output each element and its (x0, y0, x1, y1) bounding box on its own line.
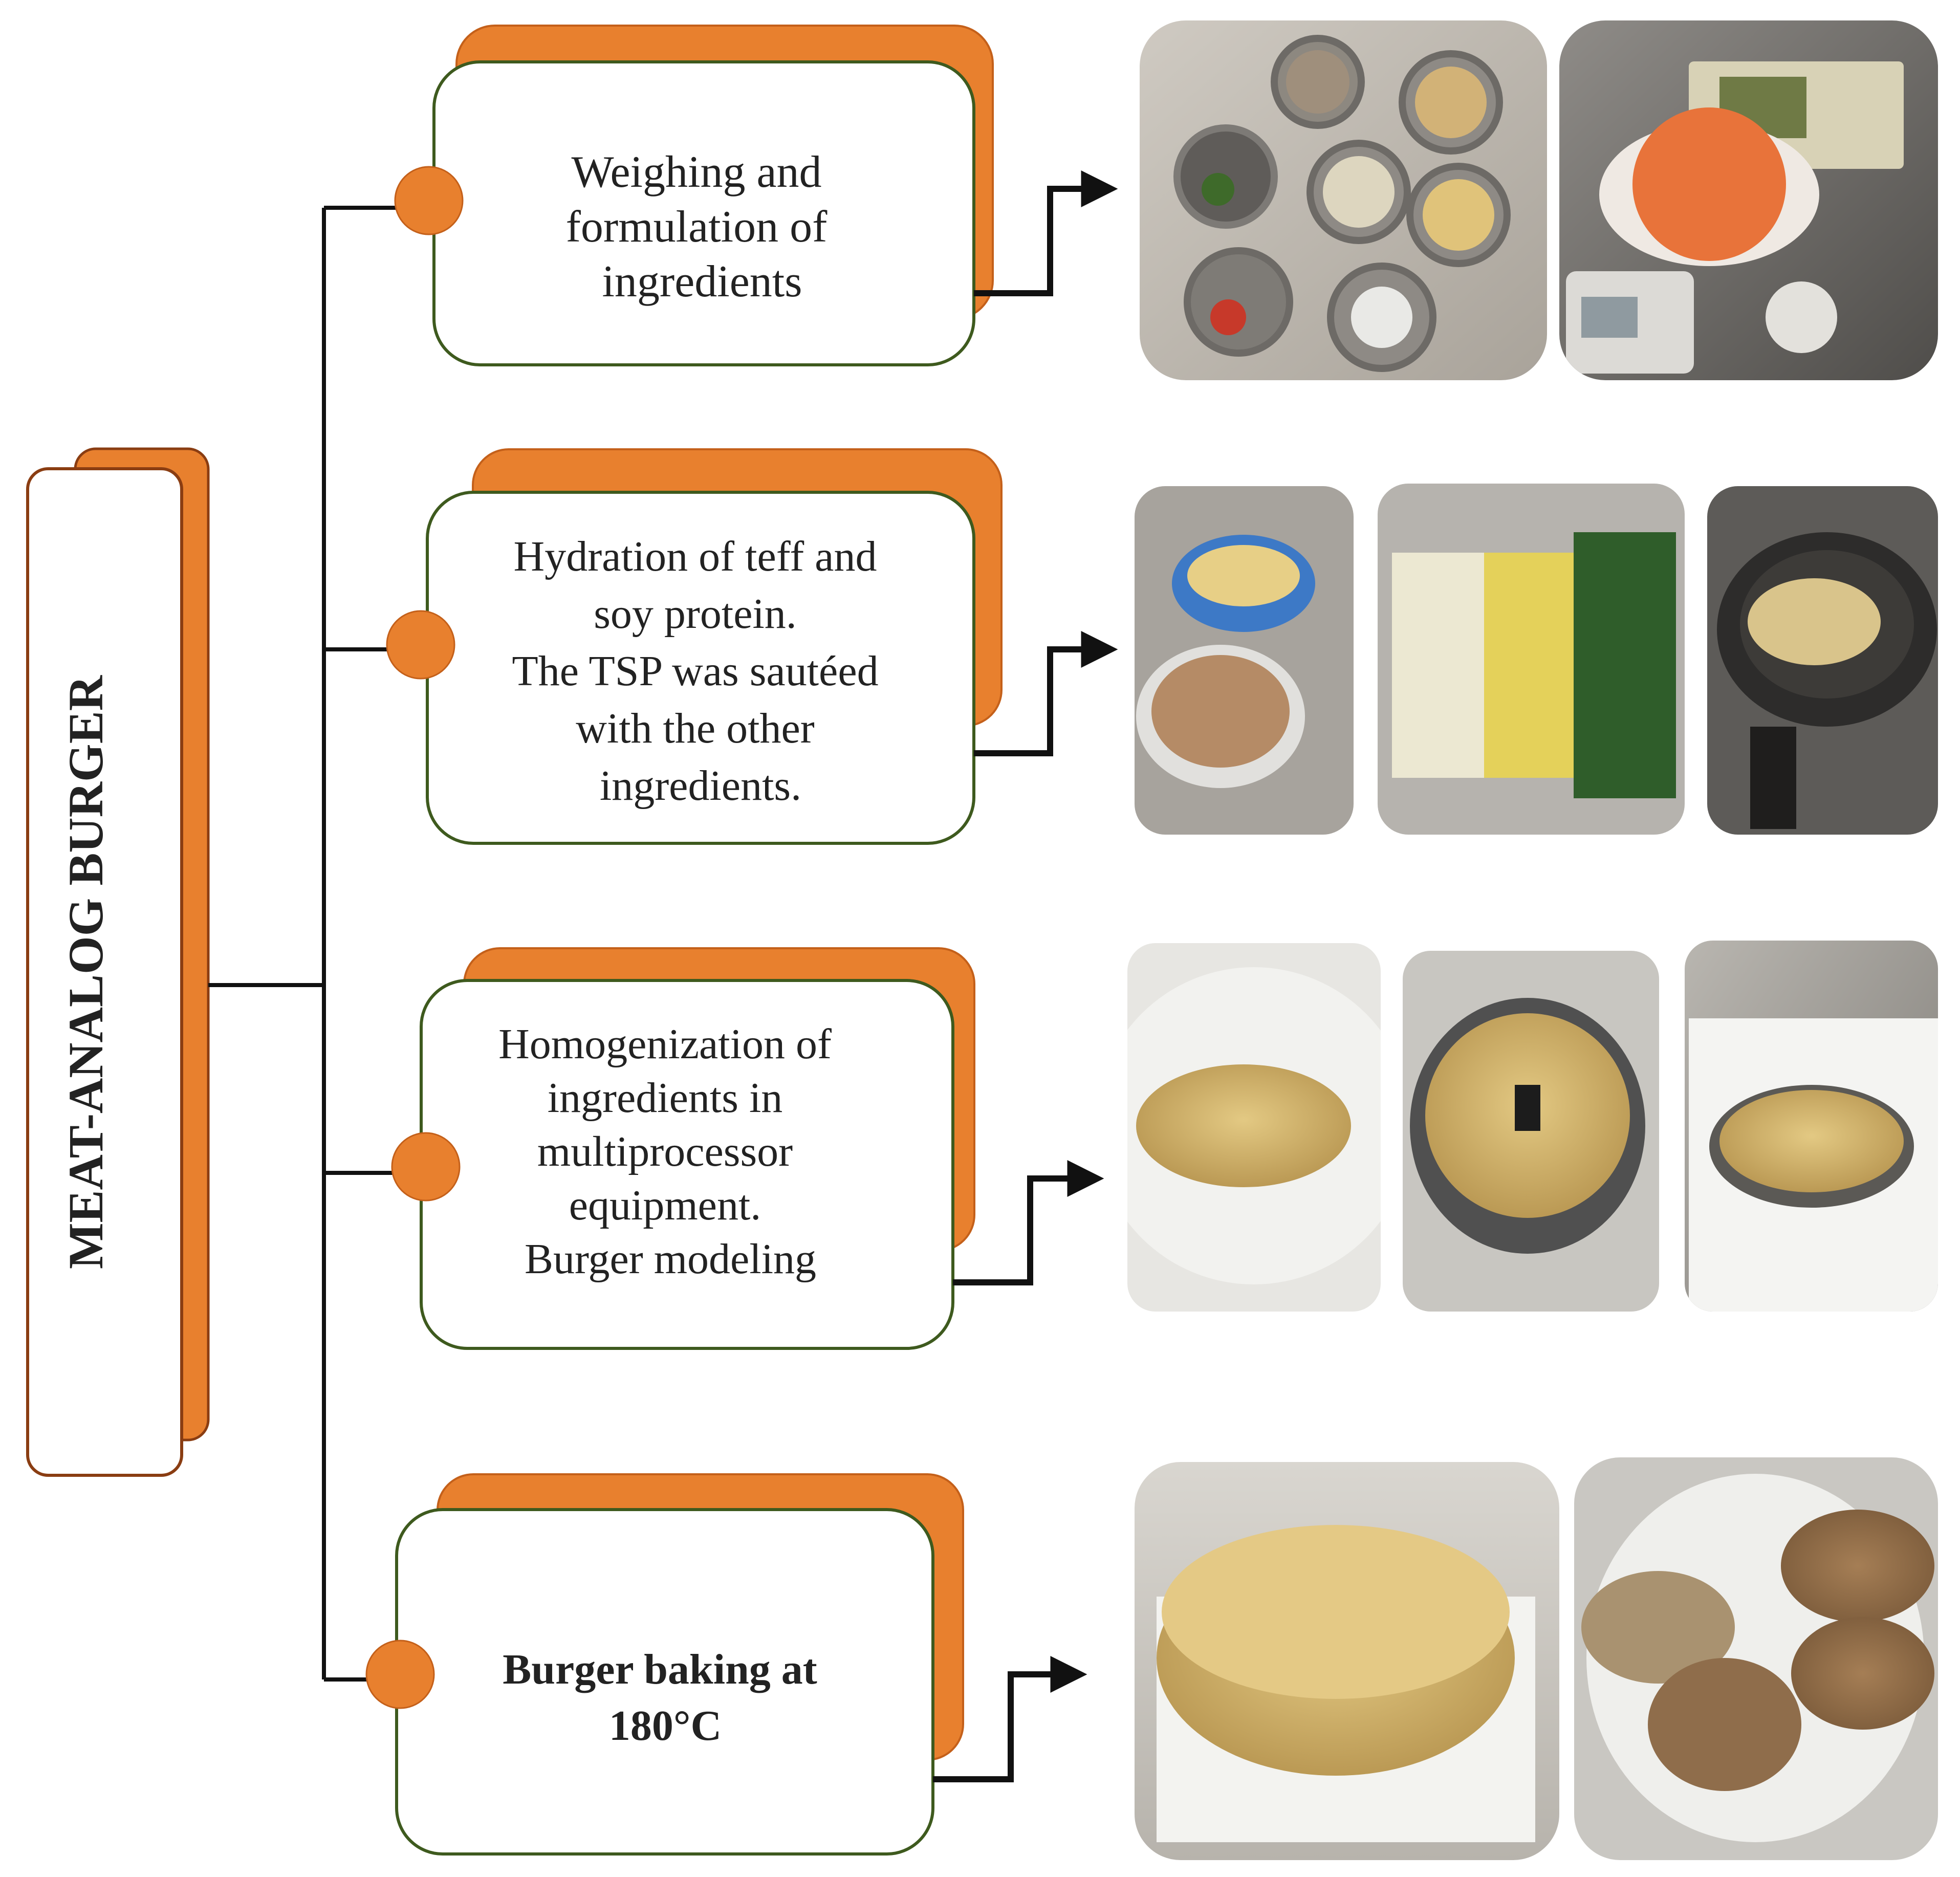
sauteing-pan-on-stove-photo (1707, 486, 1938, 835)
step-3-line-4: equipment. (569, 1182, 761, 1229)
step-2-arrow (974, 631, 1118, 756)
step-4-line-2: 180°C (609, 1702, 722, 1750)
step-1-line-1: Weighing and (571, 147, 821, 197)
step-3-line-1: Homogenization of (498, 1020, 832, 1068)
raw-molded-patty-photo (1135, 1462, 1559, 1860)
ring-mold-patty-photo (1685, 941, 1938, 1312)
step-3-node-dot (391, 1132, 461, 1202)
step-2-line-5: ingredients. (600, 762, 801, 810)
bagged-onion-garlic-herbs-photo (1378, 484, 1685, 835)
step-2-line-2: soy protein. (594, 590, 797, 638)
step-2-node-dot (386, 610, 455, 680)
step-1-arrow (974, 170, 1118, 296)
step-4-text: Burger baking at 180°C (503, 1646, 828, 1750)
step-4-arrow (933, 1656, 1087, 1782)
step-3: Homogenization of ingredients in multipr… (391, 947, 1104, 1350)
baked-patties-on-paper-photo (1574, 1457, 1938, 1860)
step-1: Weighing and formulation of ingredients (394, 25, 1118, 366)
step-1-line-2: formulation of (566, 202, 827, 252)
hydrated-teff-and-soy-bowls-photo (1135, 486, 1354, 835)
step-4-node-dot (365, 1640, 435, 1709)
step-2-text: Hydration of teff and soy protein. The T… (512, 533, 889, 810)
step-3-line-5: Burger modeling (525, 1235, 816, 1283)
step-2: Hydration of teff and soy protein. The T… (386, 448, 1118, 845)
step-1-line-3: ingredients (602, 257, 802, 307)
step-3-line-3: multiprocessor (537, 1128, 793, 1175)
step-1-node-dot (394, 166, 464, 235)
step-3-text: Homogenization of ingredients in multipr… (498, 1020, 842, 1283)
mixed-crumbs-on-plate-photo (1127, 943, 1381, 1312)
step-1-text: Weighing and formulation of ingredients (566, 147, 839, 307)
food-processor-bowl-photo (1403, 951, 1659, 1312)
step-2-line-1: Hydration of teff and (514, 533, 877, 580)
root-box: MEAT-ANALOG BURGER (26, 447, 210, 1477)
step-2-line-4: with the other (576, 705, 815, 752)
bowls-of-weighed-ingredients-photo (1140, 20, 1547, 380)
step-4: Burger baking at 180°C (365, 1473, 1087, 1856)
step-4-line-1: Burger baking at (503, 1646, 817, 1693)
root-box-face (26, 467, 183, 1477)
step-2-line-3: The TSP was sautéed (512, 647, 878, 695)
root-title: MEAT-ANALOG BURGER (58, 674, 113, 1269)
step-3-line-2: ingredients in (548, 1074, 783, 1122)
connector-lines (208, 206, 399, 1682)
step-3-arrow (953, 1160, 1104, 1285)
scale-with-orange-bag-photo (1559, 20, 1938, 380)
